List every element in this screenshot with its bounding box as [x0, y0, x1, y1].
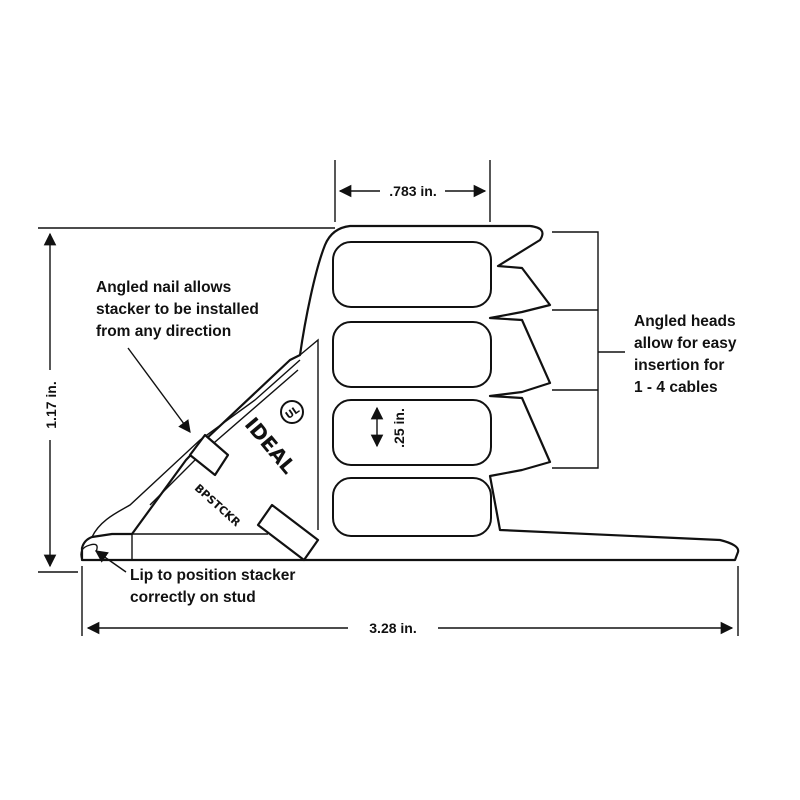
slot-3 [332, 399, 492, 466]
callout-nail: Angled nail allows stacker to be install… [96, 279, 259, 434]
dim-top-width: .783 in. [334, 160, 491, 222]
nail-heads [188, 433, 320, 562]
dim-height: 1.17 in. [38, 227, 335, 573]
callout-heads-line-4: 1 - 4 cables [634, 379, 718, 396]
dim-total-width-label: 3.28 in. [369, 620, 416, 636]
callout-nail-line-3: from any direction [96, 323, 231, 340]
dim-total-width: 3.28 in. [81, 566, 739, 636]
slot-4 [332, 477, 492, 537]
callout-heads-line-3: insertion for [634, 357, 724, 374]
slot-2 [332, 321, 492, 388]
slot-1 [332, 241, 492, 308]
dim-slot-height-label: .25 in. [391, 408, 407, 448]
callout-lip-line-2: correctly on stud [130, 589, 256, 606]
heads-bracket [552, 231, 625, 469]
callout-nail-line-2: stacker to be installed [96, 301, 259, 318]
dim-slot-height: .25 in. [370, 406, 407, 448]
dim-top-width-label: .783 in. [389, 183, 436, 199]
callout-lip-line-1: Lip to position stacker [130, 567, 295, 584]
callout-heads-line-2: allow for easy [634, 335, 737, 352]
nail-head-upper [188, 433, 230, 477]
dim-height-label: 1.17 in. [43, 381, 59, 428]
callout-heads-line-1: Angled heads [634, 313, 736, 330]
nail-head-lower [256, 503, 320, 562]
cable-slots [332, 241, 492, 537]
callout-heads: Angled heads allow for easy insertion fo… [634, 313, 737, 396]
callout-nail-line-1: Angled nail allows [96, 279, 231, 296]
callout-lip: Lip to position stacker correctly on stu… [94, 550, 295, 606]
